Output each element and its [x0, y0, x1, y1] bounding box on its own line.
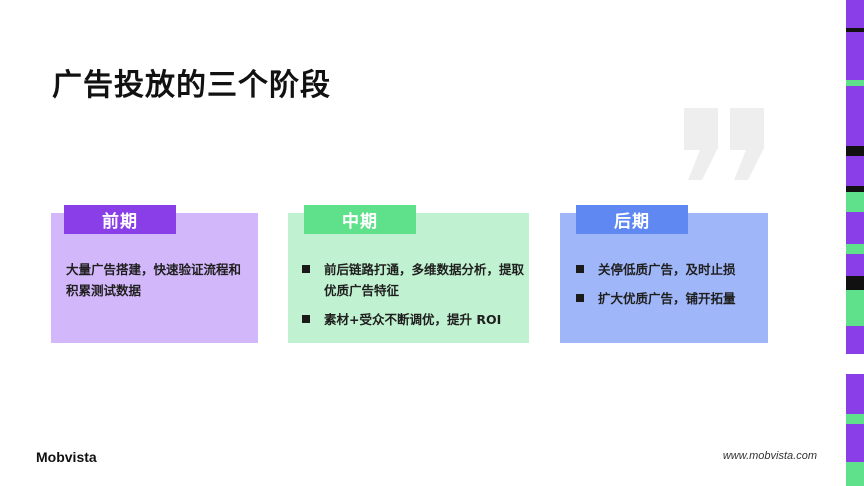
quote-mark-icon — [684, 108, 764, 180]
square-bullet-icon — [576, 265, 584, 273]
stage-card-late: 关停低质广告，及时止损 扩大优质广告，铺开拓量 — [560, 213, 768, 343]
list-item-text: 扩大优质广告，铺开拓量 — [598, 291, 736, 306]
list-item: 关停低质广告，及时止损 — [576, 259, 766, 280]
list-item-text: 素材+受众不断调优，提升 ROI — [324, 312, 502, 327]
page-title: 广告投放的三个阶段 — [52, 68, 331, 103]
list-item: 素材+受众不断调优，提升 ROI — [302, 309, 524, 330]
stage-badge-mid: 中期 — [304, 205, 416, 234]
list-item: 扩大优质广告，铺开拓量 — [576, 288, 766, 309]
square-bullet-icon — [576, 294, 584, 302]
square-bullet-icon — [302, 265, 310, 273]
decorative-color-stripe — [846, 0, 864, 486]
square-bullet-icon — [302, 315, 310, 323]
list-item-text: 前后链路打通，多维数据分析，提取优质广告特征 — [324, 262, 525, 298]
website-url: www.mobvista.com — [722, 450, 817, 462]
stage-badge-late: 后期 — [576, 205, 688, 234]
stage-card-text: 大量广告搭建，快速验证流程和积累测试数据 — [66, 262, 242, 298]
list-item-text: 关停低质广告，及时止损 — [598, 262, 736, 277]
brand-logo: Mobvista — [36, 449, 97, 465]
bullet-list: 前后链路打通，多维数据分析，提取优质广告特征 素材+受众不断调优，提升 ROI — [302, 259, 524, 338]
stage-badge-early: 前期 — [64, 205, 176, 234]
stage-card-early: 大量广告搭建，快速验证流程和积累测试数据 — [51, 213, 258, 343]
bullet-list: 关停低质广告，及时止损 扩大优质广告，铺开拓量 — [576, 259, 766, 317]
list-item: 前后链路打通，多维数据分析，提取优质广告特征 — [302, 259, 524, 301]
stage-card-mid: 前后链路打通，多维数据分析，提取优质广告特征 素材+受众不断调优，提升 ROI — [288, 213, 529, 343]
